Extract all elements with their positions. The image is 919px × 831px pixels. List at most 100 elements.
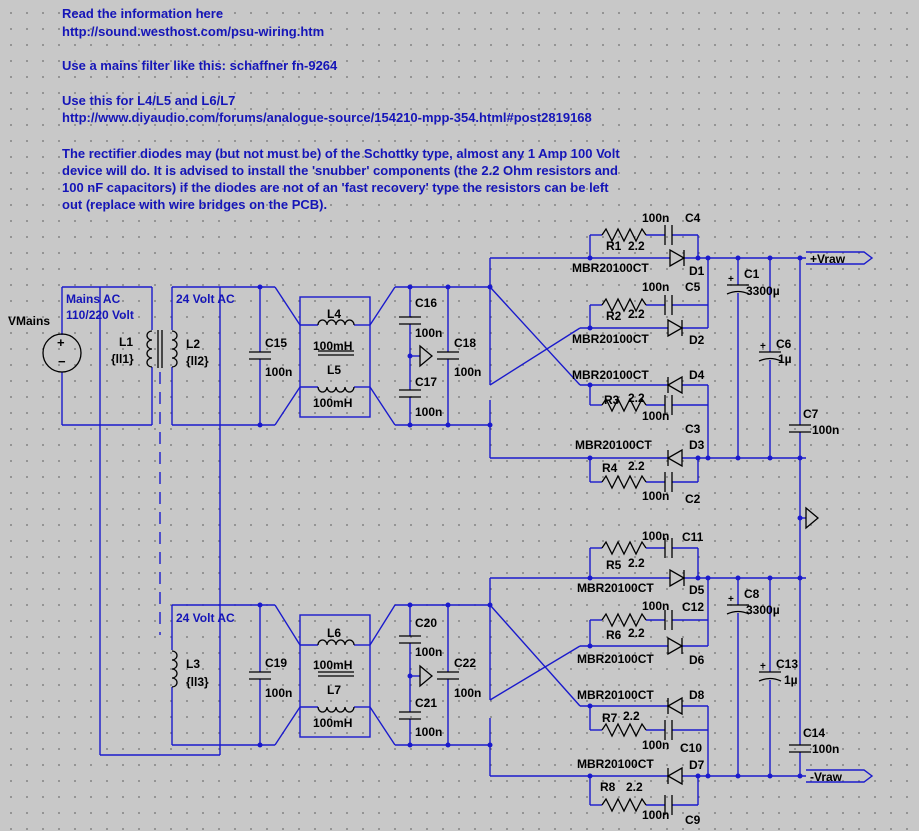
d5-label: D5 <box>689 583 705 597</box>
c11-label: C11 <box>682 530 704 544</box>
r6-resistor <box>601 613 647 627</box>
mains-source: + − VMains <box>8 286 152 426</box>
r3-label: R3 <box>604 393 620 407</box>
c3-value: 100n <box>642 409 669 423</box>
r3-value: 2.2 <box>628 391 645 405</box>
c14-value: 100n <box>812 742 839 756</box>
d4-part: MBR20100CT <box>572 368 649 382</box>
c13-value: 1µ <box>784 673 798 687</box>
c1-value: 3300µ <box>746 284 780 298</box>
c7-capacitor <box>788 424 812 433</box>
r4-label: R4 <box>602 461 618 475</box>
l3-inductor <box>171 650 178 688</box>
d6-diode <box>667 637 683 655</box>
vraw-positive-port: +Vraw <box>810 252 846 266</box>
d1-diode <box>669 249 685 267</box>
l7-inductor <box>317 706 355 713</box>
c22-capacitor <box>436 671 460 680</box>
d5-part: MBR20100CT <box>577 581 654 595</box>
c16-label: C16 <box>415 296 437 310</box>
l2-value: {ll2} <box>186 354 209 368</box>
note-line-5: http://www.diyaudio.com/forums/analogue-… <box>62 110 592 125</box>
l2-label: L2 <box>186 337 200 351</box>
c7-label: C7 <box>803 407 819 421</box>
c10-value: 100n <box>642 738 669 752</box>
c3-label: C3 <box>685 422 701 436</box>
c15-capacitor <box>248 351 272 360</box>
c7-value: 100n <box>812 423 839 437</box>
c18-capacitor <box>436 351 460 360</box>
l1-label: L1 <box>119 335 133 349</box>
c17-capacitor <box>398 389 422 398</box>
c18-label: C18 <box>454 336 476 350</box>
c18-value: 100n <box>454 365 481 379</box>
c8-label: C8 <box>744 587 760 601</box>
d8-part: MBR20100CT <box>577 688 654 702</box>
ac24-top-label: 24 Volt AC <box>176 292 235 306</box>
l5-inductor <box>317 386 355 393</box>
note-line-8: 100 nF capacitors) if the diodes are not… <box>62 180 609 195</box>
note-line-4: Use this for L4/L5 and L6/L7 <box>62 93 236 108</box>
c13-label: C13 <box>776 657 798 671</box>
top-bridge-wiring <box>489 234 806 483</box>
r8-label: R8 <box>600 780 616 794</box>
c6-label: C6 <box>776 337 792 351</box>
c2-value: 100n <box>642 489 669 503</box>
c20-capacitor <box>398 635 422 644</box>
l6-label: L6 <box>327 626 341 640</box>
c19-value: 100n <box>265 686 292 700</box>
c21-label: C21 <box>415 696 437 710</box>
c12-value: 100n <box>642 599 669 613</box>
d1-part: MBR20100CT <box>572 261 649 275</box>
c20-label: C20 <box>415 616 437 630</box>
l7-value: 100mH <box>313 716 352 730</box>
r6-value: 2.2 <box>628 626 645 640</box>
c5-capacitor <box>664 294 673 316</box>
l7-label: L7 <box>327 683 341 697</box>
vraw-negative-port: -Vraw <box>810 770 843 784</box>
r8-value: 2.2 <box>626 780 643 794</box>
note-line-3: Use a mains filter like this: schaffner … <box>62 58 338 73</box>
l3-label: L3 <box>186 657 200 671</box>
c19-capacitor <box>248 671 272 680</box>
l6-inductor <box>317 639 355 646</box>
ac24-bottom-label: 24 Volt AC <box>176 611 235 625</box>
r7-label: R7 <box>602 711 618 725</box>
d6-label: D6 <box>689 653 705 667</box>
r8-resistor <box>601 798 647 812</box>
d1-label: D1 <box>689 264 705 278</box>
c15-value: 100n <box>265 365 292 379</box>
c8-value: 3300µ <box>746 603 780 617</box>
note-line-2: http://sound.westhost.com/psu-wiring.htm <box>62 24 325 39</box>
c17-label: C17 <box>415 375 437 389</box>
c9-label: C9 <box>685 813 701 827</box>
r4-value: 2.2 <box>628 459 645 473</box>
d3-part: MBR20100CT <box>575 438 652 452</box>
output-rails <box>737 251 874 783</box>
c10-label: C10 <box>680 741 702 755</box>
l4-label: L4 <box>327 307 341 321</box>
r2-label: R2 <box>606 309 622 323</box>
r2-value: 2.2 <box>628 307 645 321</box>
r4-resistor <box>601 475 647 489</box>
svg-text:−: − <box>58 354 66 369</box>
note-line-9: out (replace with wire bridges on the PC… <box>62 197 328 212</box>
bottom-secondary-wiring <box>172 602 493 748</box>
r5-resistor <box>601 541 647 555</box>
c21-value: 100n <box>415 725 442 739</box>
l6-value: 100mH <box>313 658 352 672</box>
c14-capacitor <box>788 744 812 753</box>
c15-label: C15 <box>265 336 287 350</box>
d5-diode <box>669 569 685 587</box>
vmains-label: VMains <box>8 314 50 328</box>
d7-part: MBR20100CT <box>577 757 654 771</box>
c9-value: 100n <box>642 808 669 822</box>
transformer-frame <box>99 287 221 756</box>
l3-value: {ll3} <box>186 675 209 689</box>
c4-label: C4 <box>685 211 701 225</box>
c16-capacitor <box>398 316 422 325</box>
r5-label: R5 <box>606 558 622 572</box>
c21-capacitor <box>398 711 422 720</box>
note-line-6: The rectifier diodes may (but not must b… <box>62 146 620 161</box>
c22-label: C22 <box>454 656 476 670</box>
